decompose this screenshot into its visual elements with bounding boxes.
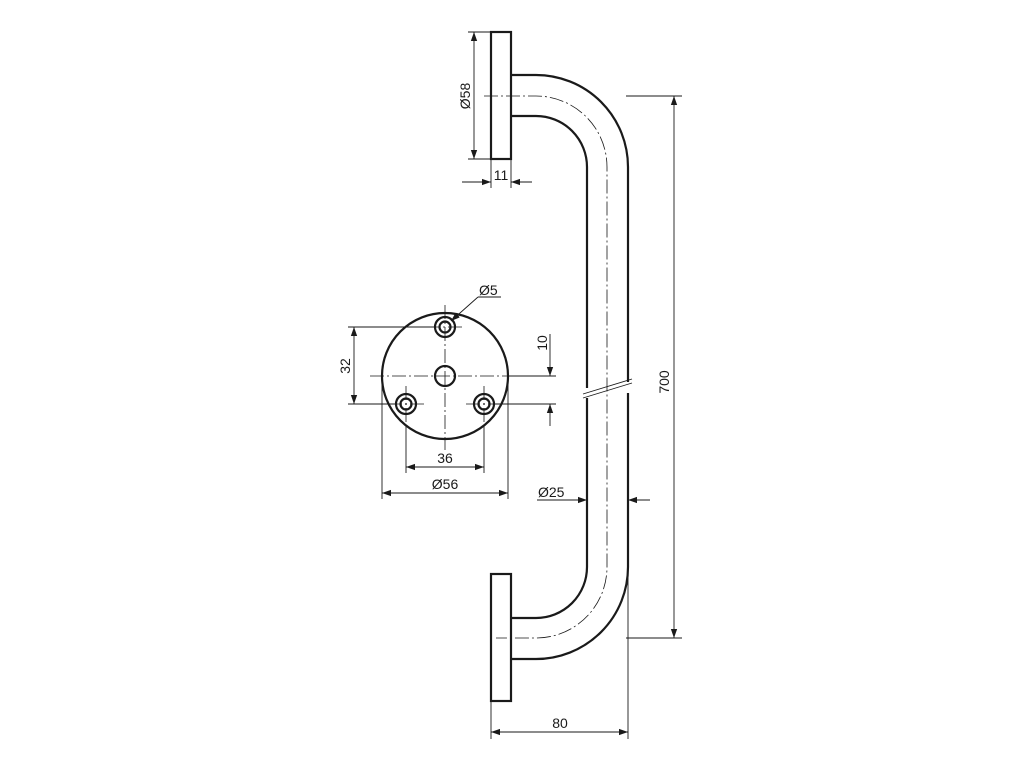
hole-vertical-spacing-dimension: 32 xyxy=(337,326,435,405)
break-line xyxy=(582,378,633,395)
hole-horizontal-spacing-label: 36 xyxy=(437,450,453,466)
flange-diameter-label: Ø58 xyxy=(457,83,473,110)
hole-offset-label: 10 xyxy=(534,335,550,351)
break-line xyxy=(582,382,633,399)
overall-length-dimension: 700 xyxy=(626,95,682,639)
flange-diameter-dimension: Ø58 xyxy=(457,31,491,160)
flange-thickness-label: 11 xyxy=(494,167,509,183)
flange-thickness-dimension: 11 xyxy=(462,159,532,188)
screw-hole-diameter-label: Ø5 xyxy=(479,282,498,298)
top-flange xyxy=(489,30,513,161)
bar-inner-contour-lower xyxy=(511,398,589,620)
hole-horizontal-spacing-dimension: 36 xyxy=(405,426,485,473)
bar-centerline xyxy=(484,95,608,639)
tube-diameter-dimension: Ø25 xyxy=(537,484,650,504)
hole-vertical-spacing-label: 32 xyxy=(337,358,353,374)
bar-outer-contour-lower xyxy=(511,393,630,661)
base-plate-diameter-dimension: Ø56 xyxy=(381,376,509,499)
hole-offset-dimension: 10 xyxy=(494,334,556,426)
bar-inner-contour xyxy=(511,114,589,388)
tube-diameter-label: Ø25 xyxy=(538,484,565,500)
base-plate-diameter-label: Ø56 xyxy=(432,476,459,492)
bottom-flange xyxy=(489,572,513,703)
screw-hole-diameter-dimension: Ø5 xyxy=(450,282,501,322)
projection-dimension: 80 xyxy=(490,567,629,739)
projection-label: 80 xyxy=(552,715,568,731)
bar-outer-contour xyxy=(511,73,630,382)
overall-length-label: 700 xyxy=(656,370,672,394)
grab-bar-side-view xyxy=(484,30,633,703)
